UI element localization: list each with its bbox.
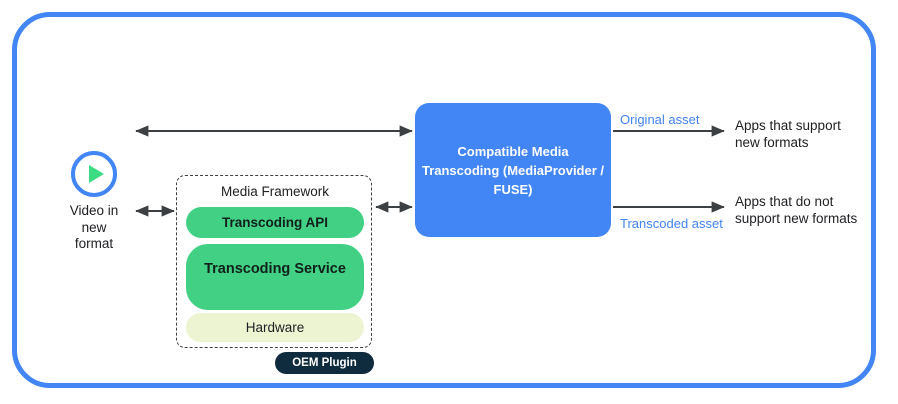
media-framework-group: Media Framework Transcoding API Transcod… bbox=[176, 175, 374, 374]
apps-that-do-not-support-label: Apps that do not support new formats bbox=[735, 194, 858, 226]
transcoding-api-label: Transcoding API bbox=[221, 215, 329, 230]
transcoded-asset-label: Transcoded asset bbox=[620, 216, 723, 231]
apps-that-support-label: Apps that support new formats bbox=[735, 118, 841, 150]
media-framework-title: Media Framework bbox=[220, 184, 330, 199]
original-asset-label: Original asset bbox=[620, 112, 700, 127]
play-circle-icon bbox=[71, 151, 117, 197]
compatible-media-transcoding-label: Compatible Media Transcoding (MediaProvi… bbox=[421, 143, 605, 197]
video-source-caption: Video in new format bbox=[69, 203, 119, 251]
transcoding-service-label: Transcoding Service bbox=[204, 261, 346, 277]
hardware-block[interactable]: Hardware bbox=[186, 313, 364, 342]
transcoding-service-block[interactable]: Transcoding Service OEM Plugin bbox=[186, 244, 374, 374]
hardware-label: Hardware bbox=[245, 320, 305, 335]
oem-plugin-badge[interactable]: OEM Plugin bbox=[275, 352, 374, 374]
compatible-media-transcoding-box[interactable]: Compatible Media Transcoding (MediaProvi… bbox=[415, 103, 611, 237]
play-triangle-icon bbox=[89, 165, 104, 183]
transcoding-api-block[interactable]: Transcoding API bbox=[186, 207, 364, 238]
oem-plugin-label: OEM Plugin bbox=[292, 357, 357, 369]
